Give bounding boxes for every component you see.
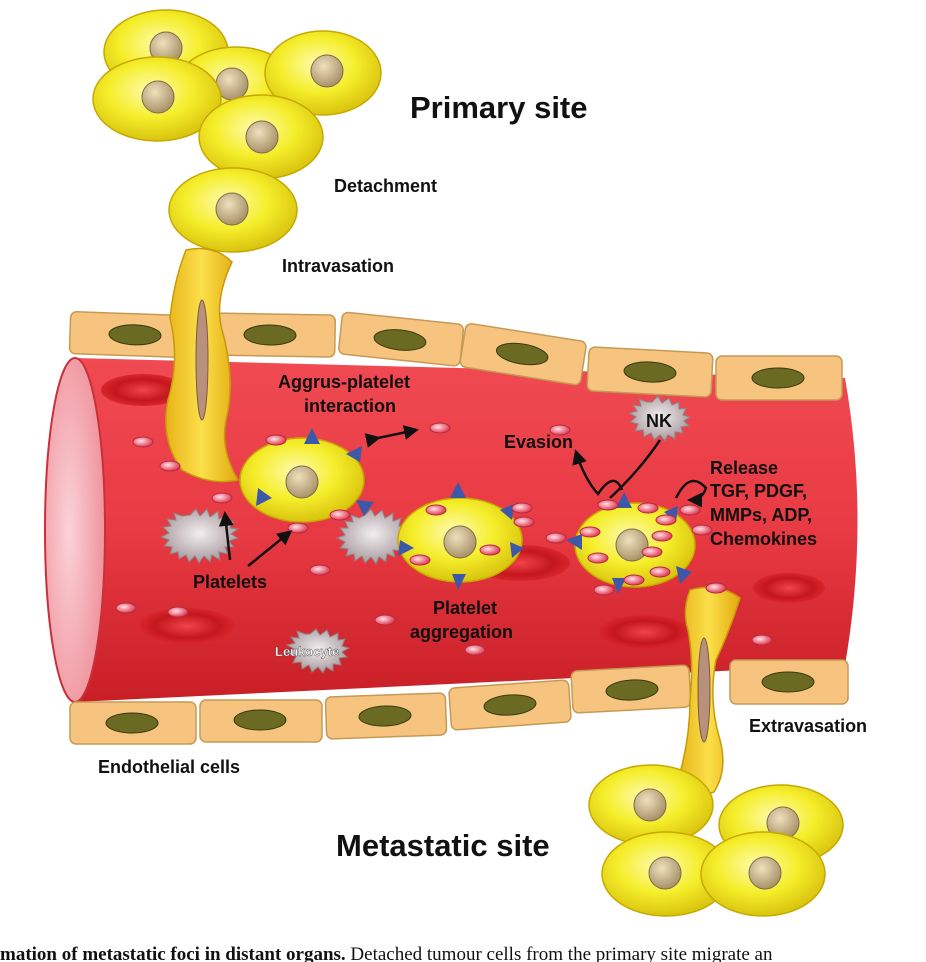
caption-rest: Detached tumour cells from the primary s… xyxy=(345,944,773,962)
metastatic-site-cells xyxy=(588,764,844,917)
nk-cell xyxy=(627,395,692,442)
release-arrow xyxy=(674,479,708,508)
platelets-arrow-right xyxy=(247,530,293,567)
leukocyte-lower xyxy=(285,628,351,674)
label-aggrus-line1: Aggrus-platelet xyxy=(278,372,410,392)
label-platelet-aggregation-line2: aggregation xyxy=(410,622,513,642)
intravasating-cell xyxy=(165,247,240,483)
evasion-arrow xyxy=(572,449,624,497)
platelets-arrow-left xyxy=(218,511,234,561)
endothelial-cells-bottom xyxy=(69,659,849,745)
label-evasion: Evasion xyxy=(504,432,573,452)
label-release-0: Release xyxy=(710,458,778,478)
arrows xyxy=(218,425,708,567)
red-blood-cells xyxy=(101,374,825,649)
label-release-2: MMPs, ADP, xyxy=(710,505,812,525)
figure-caption: mation of metastatic foci in distant org… xyxy=(0,944,926,962)
label-detachment: Detachment xyxy=(334,176,437,196)
labels: Primary site Detachment Intravasation Ag… xyxy=(98,90,867,863)
label-metastatic-site: Metastatic site xyxy=(336,828,550,863)
vessel-lumen-opening xyxy=(44,357,106,703)
caption-bold: mation of metastatic foci in distant org… xyxy=(0,944,346,962)
label-leukocyte: Leukocyte xyxy=(275,644,339,659)
primary-site-cells xyxy=(92,9,382,253)
extravasating-cell xyxy=(677,586,741,795)
label-intravasation: Intravasation xyxy=(282,256,394,276)
label-release-1: TGF, PDGF, xyxy=(710,481,807,501)
circulating-tumour-cell-1 xyxy=(239,428,374,523)
label-endothelial-cells: Endothelial cells xyxy=(98,757,240,777)
leukocyte-middle xyxy=(335,508,411,566)
nk-to-cell-line xyxy=(609,439,662,499)
label-release-3: Chemokines xyxy=(710,529,817,549)
label-aggrus-line2: interaction xyxy=(304,396,396,416)
label-platelets: Platelets xyxy=(193,572,267,592)
aggrus-double-arrow xyxy=(364,425,419,448)
label-primary-site: Primary site xyxy=(410,90,588,125)
label-platelet-aggregation-line1: Platelet xyxy=(433,598,497,618)
leukocytes xyxy=(159,395,692,674)
label-nk: NK xyxy=(646,411,672,431)
label-extravasation: Extravasation xyxy=(749,716,867,736)
platelets xyxy=(115,422,773,656)
